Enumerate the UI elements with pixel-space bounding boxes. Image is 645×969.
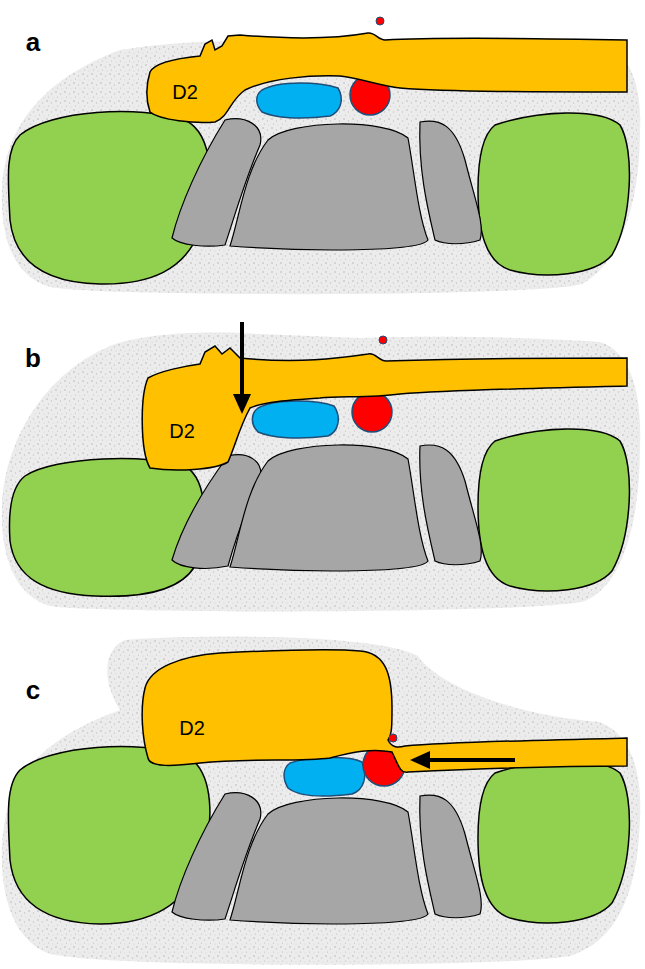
- duodenum-shape: D2: [138, 648, 630, 776]
- kidney-left: [8, 112, 210, 284]
- duodenum-fill: [142, 650, 627, 773]
- panel-letter: b: [25, 343, 41, 374]
- vertebral-body: [230, 798, 428, 924]
- panel-c-anatomy: [2, 637, 640, 965]
- sma-vessel: [379, 336, 387, 344]
- psoas-right: [420, 445, 482, 565]
- vena-cava: [284, 758, 365, 796]
- fat-background: [2, 637, 640, 965]
- psoas-right: [420, 121, 482, 244]
- sma-vessel: [376, 17, 384, 25]
- panel-letter: a: [26, 27, 40, 58]
- duodenum-outline: [138, 342, 630, 474]
- duodenum-shape: D2: [144, 30, 630, 126]
- vertebral-body: [230, 445, 428, 571]
- segment-label: D2: [179, 717, 205, 740]
- duodenum-fill: [147, 33, 627, 123]
- panel-b-anatomy: [2, 333, 640, 612]
- aorta: [352, 392, 392, 432]
- segment-label: D2: [169, 420, 195, 443]
- segment-label: D2: [172, 81, 198, 104]
- panel-letter: c: [26, 675, 40, 706]
- kidney-left: [10, 459, 205, 597]
- vertebral-body: [230, 124, 428, 250]
- duodenum-fill: [142, 346, 627, 470]
- duodenum-shape: D2: [138, 342, 630, 474]
- kidney-right: [478, 761, 629, 923]
- psoas-right: [420, 795, 482, 918]
- vena-cava: [257, 83, 342, 118]
- kidney-right: [478, 113, 629, 275]
- duodenum-outline: [138, 648, 630, 776]
- fat-background: [2, 333, 640, 612]
- kidney-right: [478, 429, 629, 591]
- vena-cava: [252, 401, 338, 438]
- duodenum-outline: [144, 30, 630, 126]
